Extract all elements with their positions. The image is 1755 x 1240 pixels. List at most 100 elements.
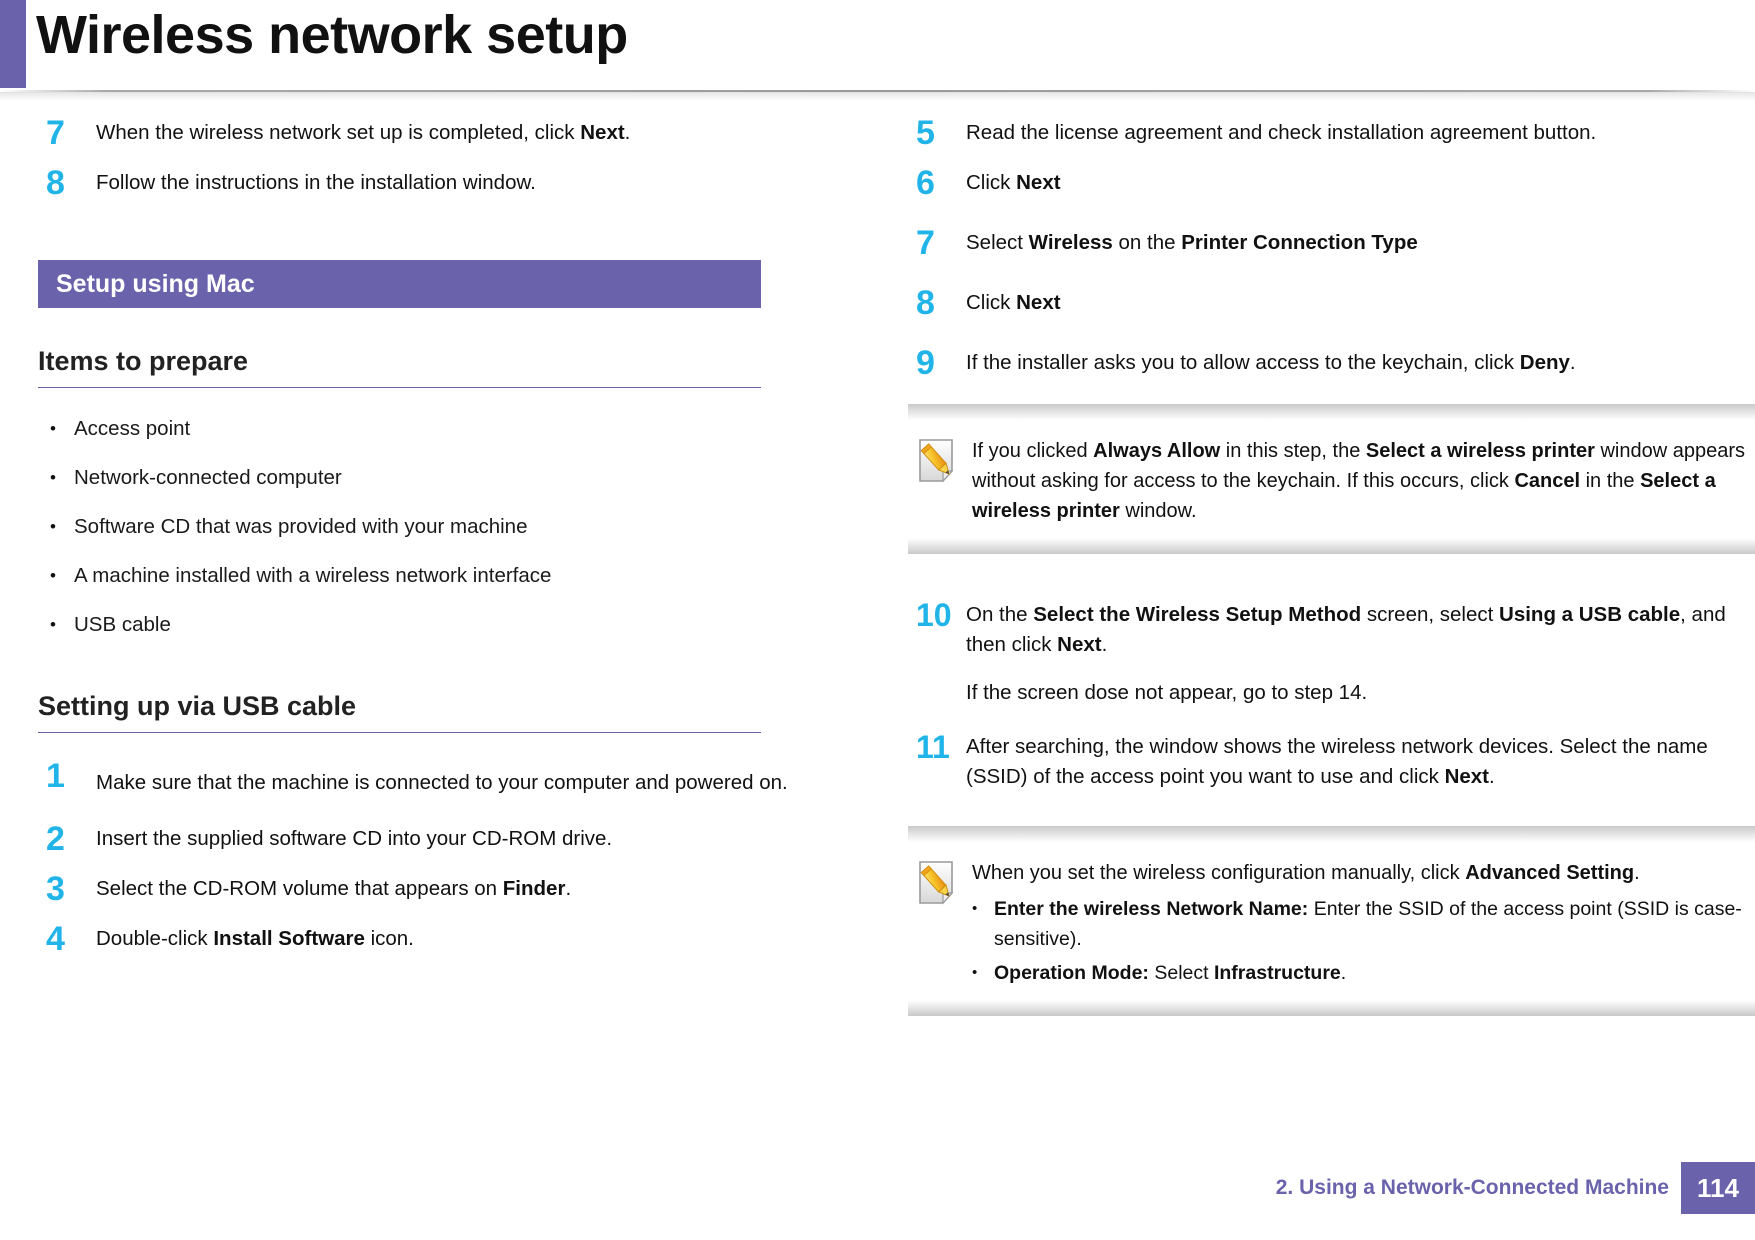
step-text-part: icon.	[364, 927, 414, 950]
step-text-part: On the	[966, 603, 1034, 626]
step-text-bold: Next	[580, 121, 625, 144]
step-number: 3	[46, 870, 65, 908]
note-text-part: window.	[1119, 500, 1197, 522]
step-text-part: After searching, the window shows the wi…	[966, 735, 1708, 788]
subheading-setting-up-via-usb-cable: Setting up via USB cable	[38, 691, 357, 721]
step-number: 1	[46, 757, 65, 795]
note-text-part: .	[1634, 862, 1640, 884]
section-banner-setup-using-mac: Setup using Mac	[38, 260, 761, 308]
step-text-bold: Next	[1444, 765, 1490, 788]
step-7: 7 Select Wireless on the Printer Connect…	[908, 226, 1755, 260]
step-text-part: .	[1101, 633, 1108, 656]
step-text-bold: Using a USB cable	[1499, 603, 1681, 626]
note-text: When you set the wireless configuration …	[972, 858, 1755, 988]
step-text-part: Double-click	[96, 927, 214, 950]
step-number: 7	[46, 114, 65, 152]
bullet-icon: •	[50, 468, 56, 487]
step-text-bold: Finder	[502, 877, 566, 900]
step-8-top: 8 Follow the instructions in the install…	[38, 164, 843, 202]
left-column: 7 When the wireless network set up is co…	[38, 114, 843, 974]
note-text: If you clicked Always Allow in this step…	[972, 436, 1755, 526]
step-2-usb: 2 Insert the supplied software CD into y…	[38, 822, 843, 856]
step-text: After searching, the window shows the wi…	[966, 732, 1755, 792]
step-11: 11 After searching, the window shows the…	[908, 731, 1755, 792]
header-divider-rule	[0, 90, 1755, 102]
step-text-bold: Next	[1016, 171, 1061, 194]
list-item-label: Operation Mode: Select Infrastructure.	[994, 958, 1346, 988]
step-number: 8	[46, 164, 65, 202]
right-column: 5 Read the license agreement and check i…	[908, 114, 1755, 1028]
step-4-usb: 4 Double-click Install Software icon.	[38, 922, 843, 956]
step-text: Follow the instructions in the installat…	[96, 171, 536, 194]
step-text: Insert the supplied software CD into you…	[96, 827, 613, 850]
step-text-bold: Install Software	[213, 927, 365, 950]
step-text: Double-click Install Software icon.	[96, 924, 843, 954]
step-text-part: .	[624, 121, 631, 144]
step-text: Click Next	[966, 168, 1755, 198]
bullet-icon: •	[50, 419, 56, 438]
step-text-part: .	[1489, 765, 1495, 788]
step-text: Read the license agreement and check ins…	[966, 121, 1597, 144]
items-to-prepare-list: • Access point • Network-connected compu…	[38, 416, 843, 638]
note-callout-advanced-setting: When you set the wireless configuration …	[908, 826, 1755, 1016]
footer-chapter-label: 2. Using a Network-Connected Machine	[1275, 1176, 1669, 1199]
list-item: • Enter the wireless Network Name: Enter…	[972, 894, 1747, 954]
section-banner-label: Setup using Mac	[56, 269, 255, 298]
subheading-items-to-prepare: Items to prepare	[38, 346, 249, 376]
step-5: 5 Read the license agreement and check i…	[908, 114, 1755, 152]
note-top-edge	[908, 404, 1755, 420]
step-text-part: Click	[966, 171, 1017, 194]
note-text-part: window appears without asking for access…	[972, 440, 1745, 492]
step-text-part: on the	[1112, 231, 1182, 254]
note-bottom-edge	[908, 538, 1755, 554]
list-item-label: Access point	[74, 417, 191, 440]
list-item-label: Network-connected computer	[74, 466, 342, 489]
header-accent-bar	[0, 0, 26, 88]
step-8: 8 Click Next	[908, 286, 1755, 320]
note-text-bold: Select a wireless printer	[1365, 440, 1595, 462]
step-9: 9 If the installer asks you to allow acc…	[908, 344, 1755, 382]
list-item: • Access point	[38, 416, 843, 442]
list-item-label: A machine installed with a wireless netw…	[74, 564, 552, 587]
step-text: Select Wireless on the Printer Connectio…	[966, 228, 1755, 258]
memo-pencil-icon	[908, 858, 972, 911]
note-text-bold: Advanced Setting	[1465, 862, 1635, 884]
step-text: On the Select the Wireless Setup Method …	[966, 600, 1755, 708]
step-text: Click Next	[966, 288, 1755, 318]
note-callout-keychain: If you clicked Always Allow in this step…	[908, 404, 1755, 554]
step-6: 6 Click Next	[908, 164, 1755, 202]
footer-page-number: 114	[1681, 1162, 1755, 1214]
bullet-icon: •	[50, 615, 56, 634]
step-text-part: .	[565, 877, 572, 900]
step-number: 6	[916, 164, 935, 202]
step-number: 9	[916, 344, 935, 382]
page-title: Wireless network setup	[36, 5, 628, 65]
step-text-bold: Next	[1016, 291, 1061, 314]
note-text-part: If you clicked	[972, 440, 1094, 462]
step-text-bold: Deny	[1519, 351, 1570, 374]
step-text-part: screen, select	[1361, 603, 1500, 626]
list-item-text: Enter the SSID of the access point (SSID…	[994, 898, 1742, 950]
step-text-part: Click	[966, 291, 1017, 314]
step-text-bold: Next	[1057, 633, 1102, 656]
memo-pencil-icon	[908, 436, 972, 489]
step-7-top: 7 When the wireless network set up is co…	[38, 114, 843, 152]
step-text-part: Select the CD-ROM volume that appears on	[96, 877, 503, 900]
step-text-part: When the wireless network set up is comp…	[96, 121, 581, 144]
step-number: 10	[916, 597, 952, 633]
list-item-bold: Infrastructure	[1213, 962, 1341, 984]
note-top-edge	[908, 826, 1755, 842]
step-text-part: , and then click	[966, 603, 1726, 656]
step-text: Make sure that the machine is connected …	[96, 771, 788, 794]
list-item-bold: Enter the wireless Network Name:	[994, 898, 1309, 920]
step-10: 10 On the Select the Wireless Setup Meth…	[908, 597, 1755, 708]
step-text: Select the CD-ROM volume that appears on…	[96, 874, 843, 904]
step-text-bold: Printer Connection Type	[1181, 231, 1418, 254]
bullet-icon: •	[50, 517, 56, 536]
list-item-label: Software CD that was provided with your …	[74, 515, 528, 538]
note-text-part: in this step, the	[1220, 440, 1366, 462]
list-item-bold: Operation Mode:	[994, 962, 1149, 984]
note-text-part: When you set the wireless configuration …	[972, 862, 1466, 884]
list-item: • Software CD that was provided with you…	[38, 514, 843, 540]
step-number: 5	[916, 114, 935, 152]
